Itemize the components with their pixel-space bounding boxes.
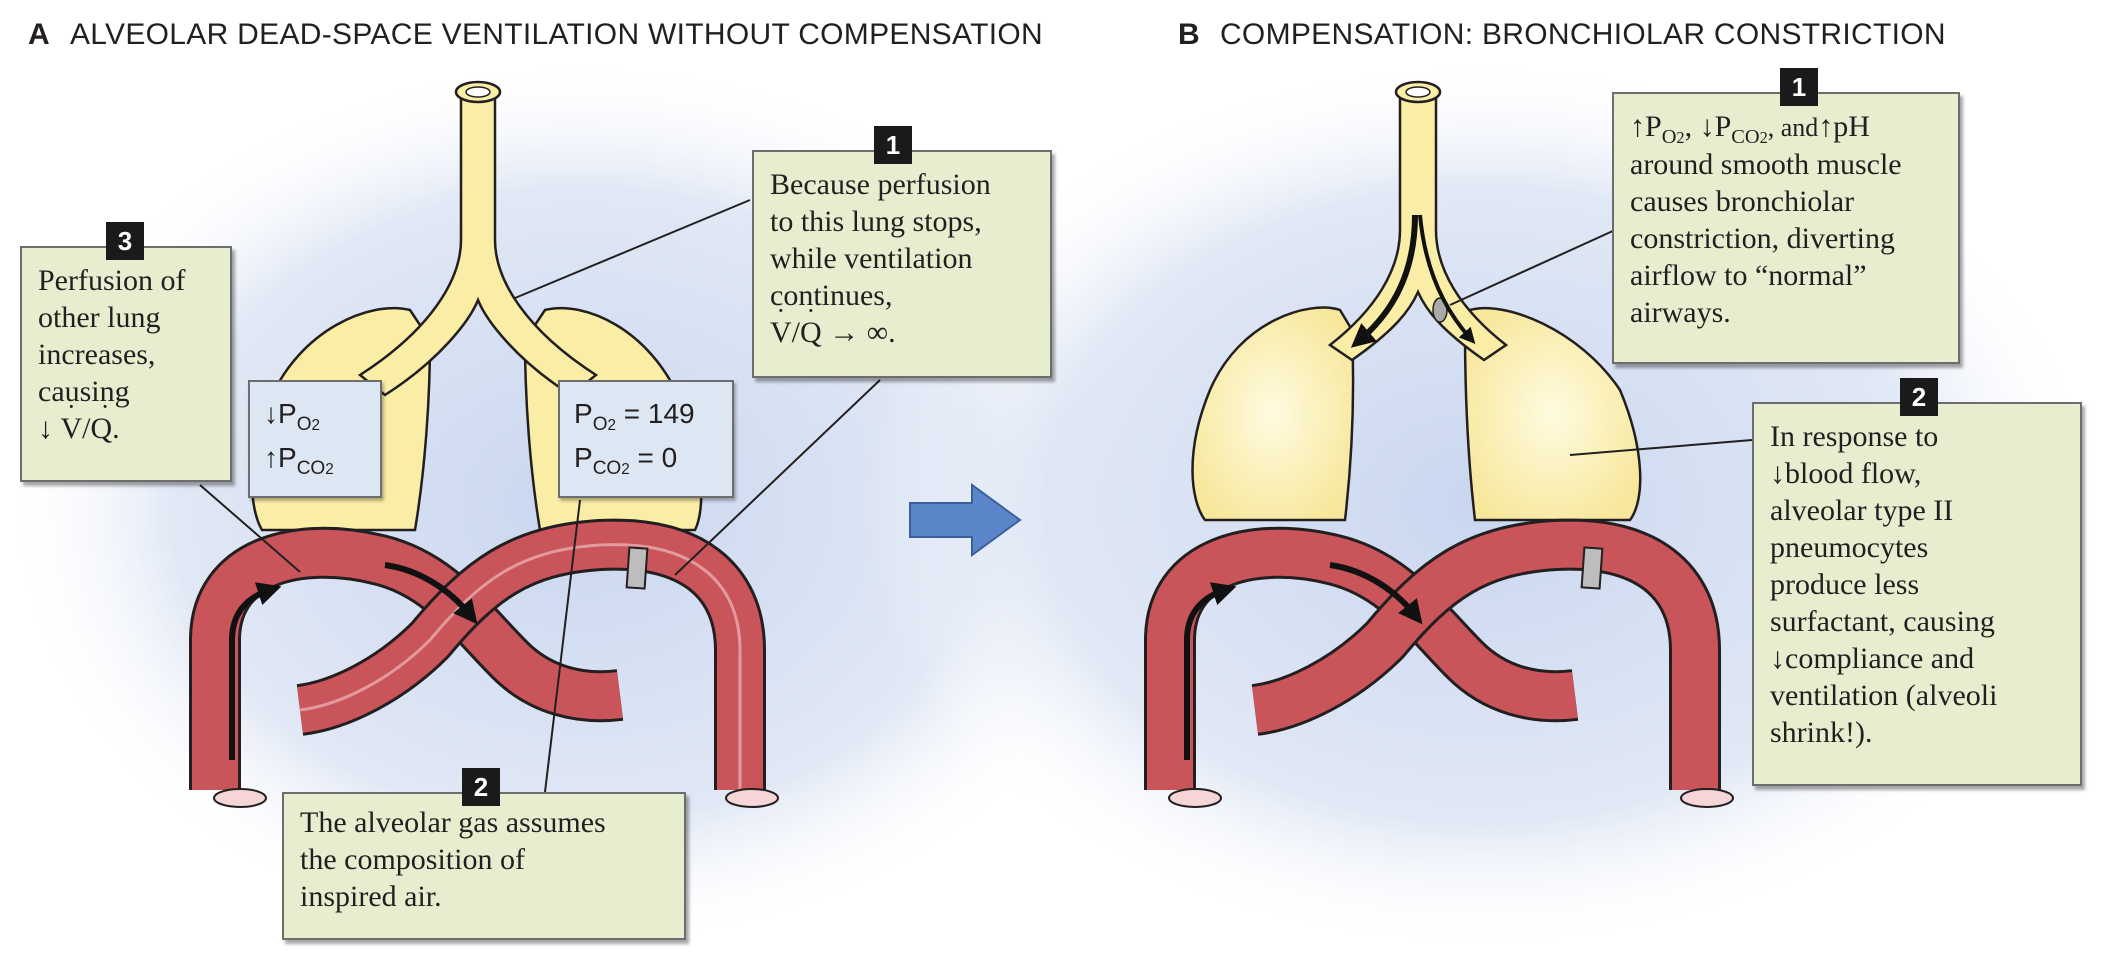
vessel-blockage [625, 546, 649, 590]
pco2-increase: ↑PCO2 [264, 442, 334, 479]
flow-arrow-up [229, 582, 282, 760]
transition-arrow [909, 483, 1022, 557]
callout-line: increases, [38, 338, 156, 371]
vq-slash: / [791, 316, 801, 349]
callout-line: alveolar type II [1770, 494, 1954, 527]
panel-b-letter: B [1178, 18, 1200, 51]
panel-a-callout-3: 3 Perfusion of other lung increases, cau… [20, 222, 232, 482]
trachea-b [1327, 88, 1509, 362]
smooth-muscle-constriction [1432, 297, 1448, 323]
panel-a-title-text: ALVEOLAR DEAD-SPACE VENTILATION WITHOUT … [69, 18, 1043, 51]
vq-q: Q [800, 314, 822, 351]
callout-line: ↓compliance and [1770, 642, 1975, 675]
callout-line: around smooth muscle [1630, 148, 1902, 181]
left-lung-shrunken [1191, 306, 1355, 522]
infinity-symbol: ∞. [866, 316, 896, 349]
vq-q: Q. [91, 410, 120, 447]
callout-number: 1 [1780, 68, 1818, 106]
up-arrow-icon: ↑ [1818, 110, 1834, 143]
panel-a-callout-2: 2 The alveolar gas assumes the compositi… [282, 768, 686, 940]
panel-b-lungs [1191, 80, 1642, 522]
callout-line: inspired air. [300, 880, 442, 913]
panel-b-callout-2: 2 In response to ↓blood flow, alveolar t… [1752, 378, 2082, 786]
down-arrow-icon: ↓ [38, 412, 53, 445]
airflow-arrow-left [1350, 214, 1418, 348]
callout-line: In response to [1770, 420, 1939, 453]
panel-b-vessels [1144, 518, 1734, 808]
right-lung-shrunken [1463, 306, 1642, 522]
panel-b-title: B COMPENSATION: BRONCHIOLAR CONSTRICTION [1178, 18, 1946, 52]
callout-line: while ventilation [770, 242, 973, 275]
callout-number: 1 [874, 126, 912, 164]
callout-line: pneumocytes [1770, 531, 1929, 564]
trachea [357, 88, 599, 397]
callout-line: produce less [1770, 568, 1920, 601]
arrow-right-icon: → [829, 316, 860, 349]
down-arrow-icon: ↓ [264, 398, 278, 429]
panel-a-vessels [189, 518, 779, 808]
callout-line: causing [38, 375, 130, 408]
pco2-value: PCO2 = 0 [574, 442, 678, 479]
panel-a-callout-1: 1 Because perfusion to this lung stops, … [752, 126, 1052, 378]
vq-v: V [61, 410, 83, 447]
callout-line: shrink!). [1770, 716, 1873, 749]
up-arrow-icon: ↑ [264, 442, 278, 473]
panel-b-title-text: COMPENSATION: BRONCHIOLAR CONSTRICTION [1219, 18, 1946, 51]
callout-line: surfactant, causing [1770, 605, 1995, 638]
airflow-arrow-right [1418, 214, 1476, 344]
callout-first-line: ↑PO2, ↓PCO2, and↑pH [1630, 110, 1870, 148]
po2-decrease: ↓PO2 [264, 398, 320, 435]
callout-line: airways. [1630, 296, 1731, 329]
vq-slash: / [82, 412, 91, 445]
callout-number: 2 [1900, 378, 1938, 416]
down-arrow-icon: ↓ [1770, 457, 1785, 490]
right-lung-gas-box: PO2 = 149 PCO2 = 0 [558, 380, 734, 498]
down-arrow-icon: ↓ [1770, 642, 1785, 675]
callout-line: The alveolar gas assumes [300, 806, 606, 839]
callout-line: the composition of [300, 843, 525, 876]
callout-number: 2 [462, 768, 500, 806]
callout-line: other lung [38, 301, 161, 334]
callout-line: to this lung stops, [770, 205, 982, 238]
flow-arrow-across [384, 562, 478, 625]
left-lung-gas-box: ↓PO2 ↑PCO2 [248, 380, 382, 498]
callout-line: ↓blood flow, [1770, 457, 1922, 490]
vq-ratio: ↓ V/Q. [38, 410, 214, 447]
callout-number: 3 [106, 222, 144, 260]
callout-line: ventilation (alveoli [1770, 679, 1998, 712]
up-arrow-icon: ↑ [1630, 110, 1645, 143]
panel-a-letter: A [28, 18, 50, 51]
callout-line: Because perfusion [770, 168, 991, 201]
panel-b-callout-1: 1 ↑PO2, ↓PCO2, and↑pH around smooth musc… [1612, 68, 1960, 364]
down-arrow-icon: ↓ [1699, 110, 1715, 143]
callout-line: constriction, diverting [1630, 222, 1895, 255]
callout-line: Perfusion of [38, 264, 186, 297]
vq-v: V [770, 314, 792, 351]
callout-line: continues, [770, 279, 893, 312]
callout-line: causes bronchiolar [1630, 185, 1855, 218]
panel-a-title: A ALVEOLAR DEAD-SPACE VENTILATION WITHOUT… [28, 18, 1043, 52]
callout-line: airflow to “normal” [1630, 259, 1867, 292]
po2-value: PO2 = 149 [574, 398, 695, 435]
vq-ratio: V/Q → ∞. [770, 314, 1034, 351]
